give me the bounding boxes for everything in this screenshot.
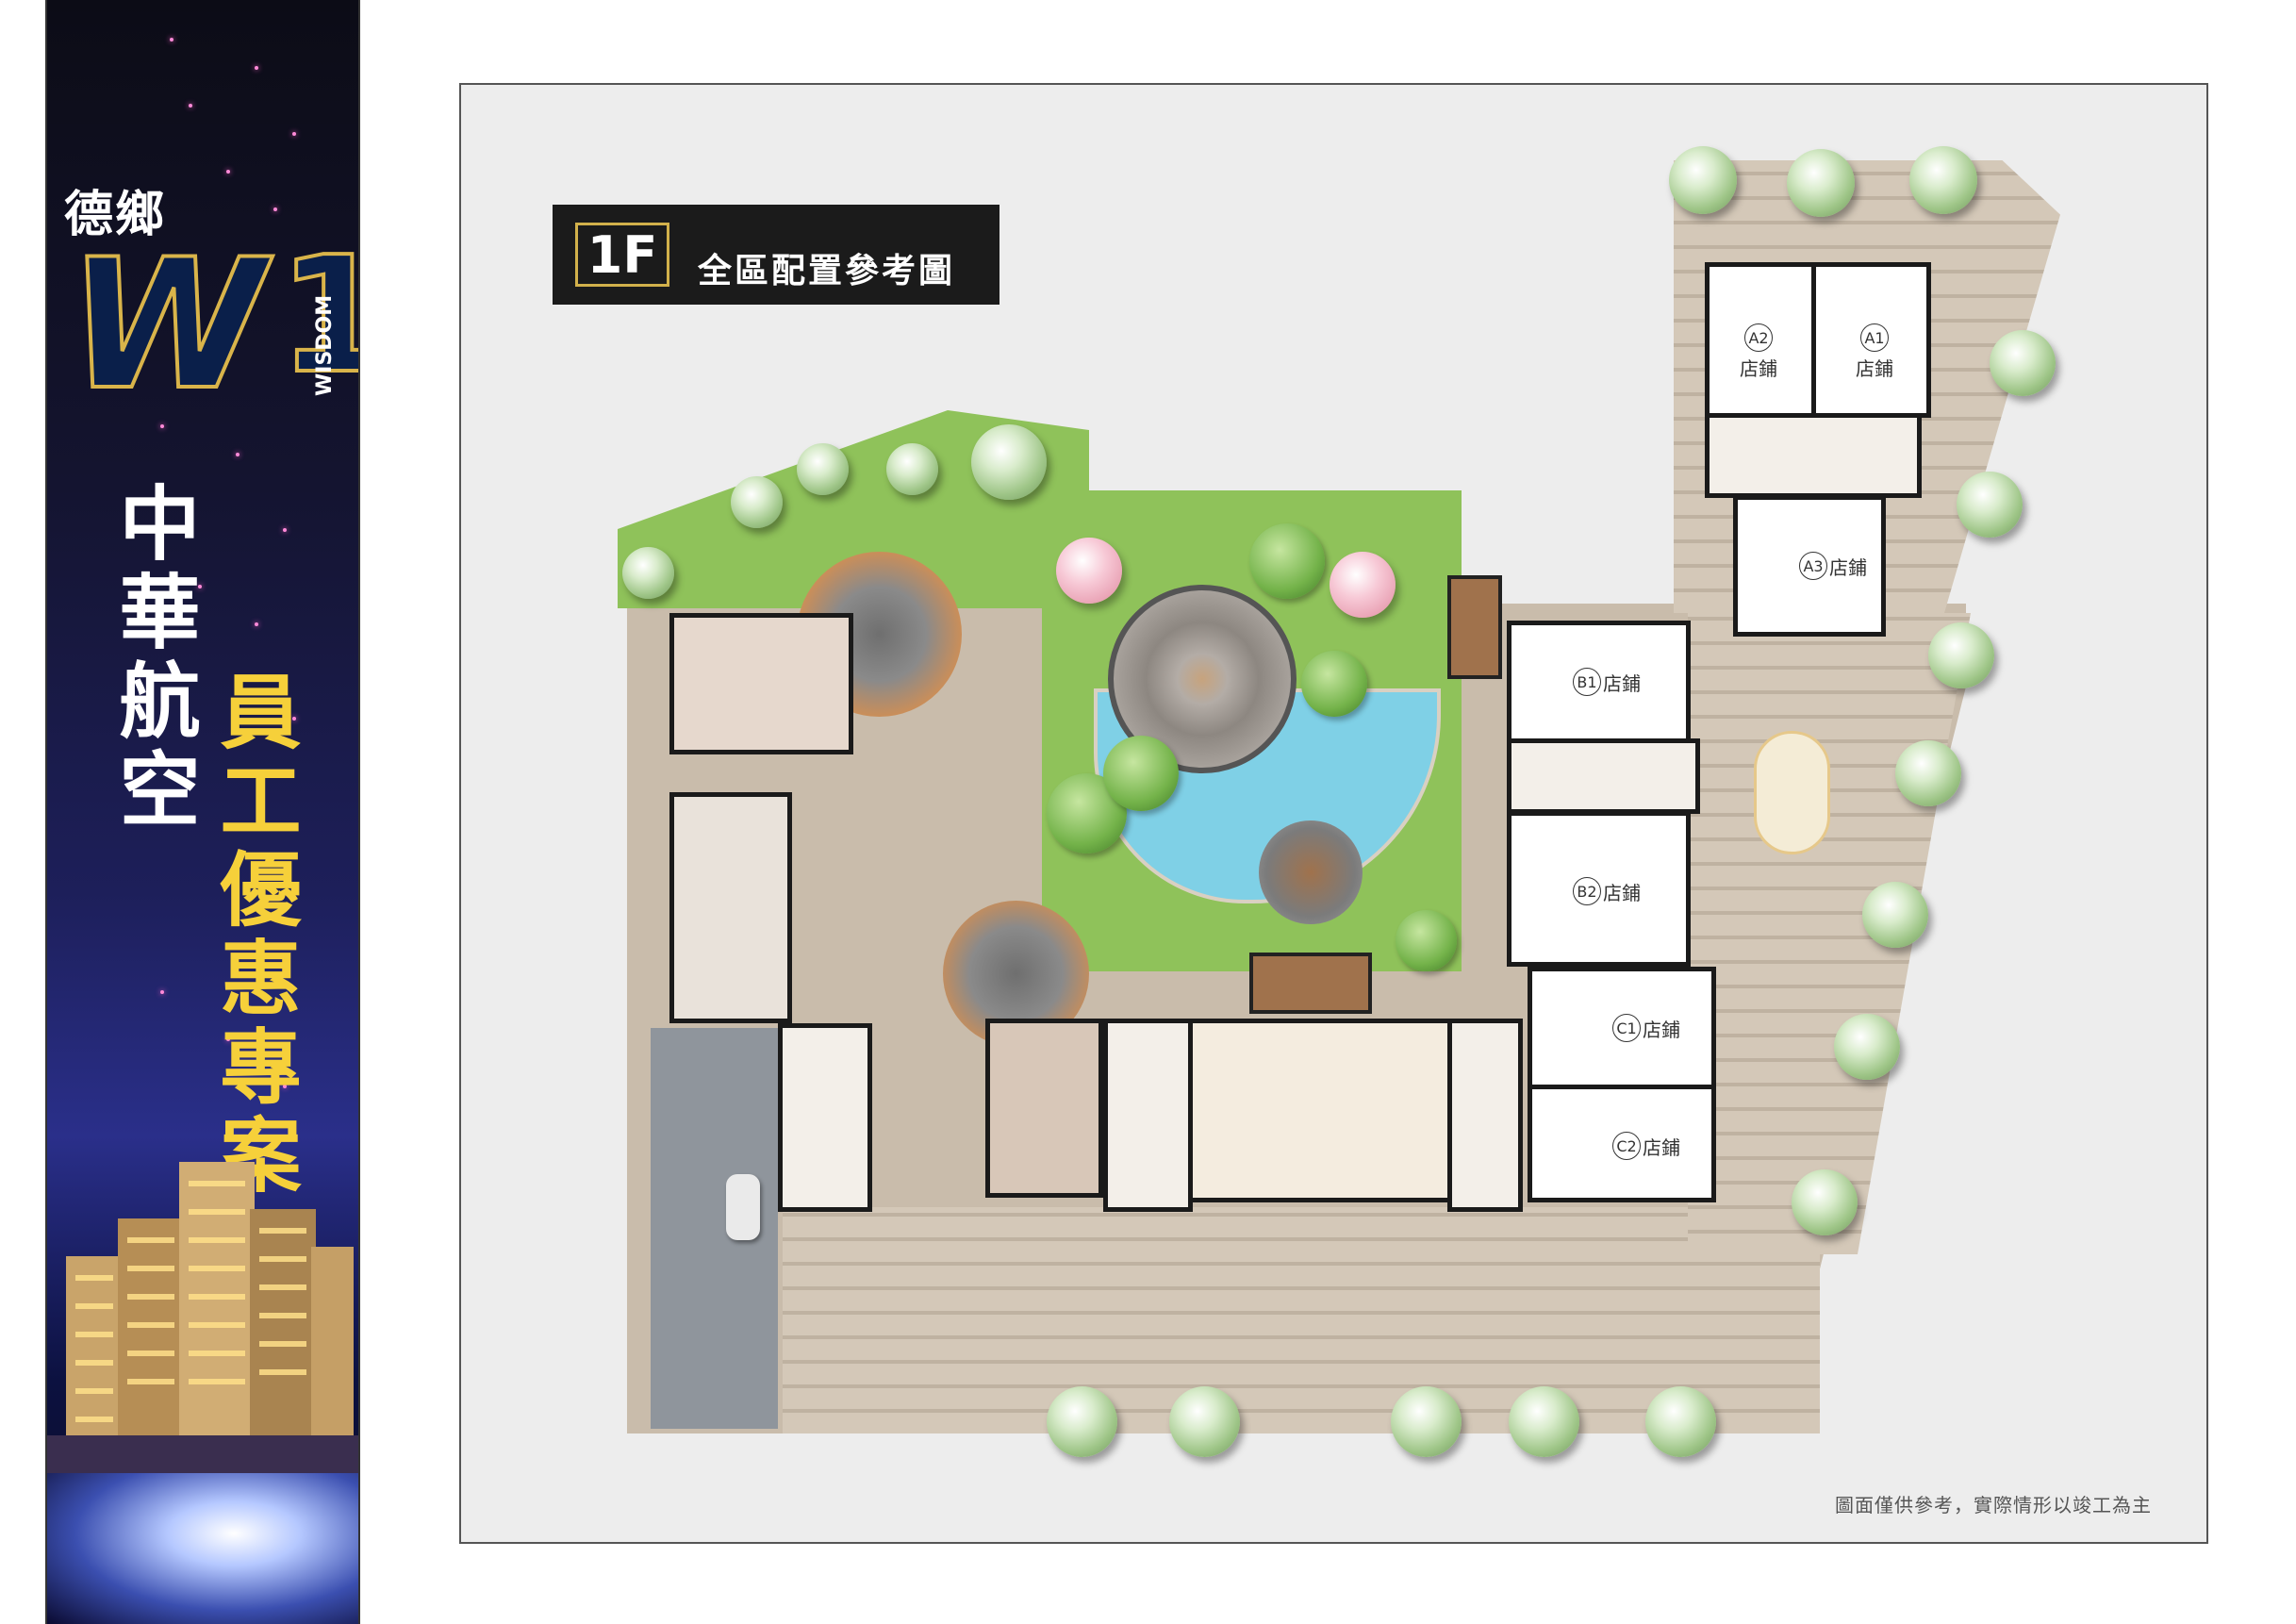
- car-icon: [726, 1174, 760, 1240]
- tree: [1834, 1014, 1900, 1080]
- shrub: [1396, 910, 1457, 971]
- title-box: [553, 205, 999, 305]
- south-core-east: [1447, 1019, 1523, 1212]
- west-core: [778, 1023, 872, 1212]
- disclaimer-note: 圖面僅供參考，實際情形以竣工為主: [1835, 1494, 2152, 1516]
- tree: [1909, 146, 1977, 214]
- brand-logo-letter: W: [66, 221, 268, 429]
- tree: [1990, 330, 2056, 396]
- brand-subtitle: 德鄉: [64, 187, 167, 243]
- core-B: [1507, 738, 1700, 814]
- pergola-north: [1447, 575, 1502, 679]
- clubhouse-lounge: [669, 613, 853, 754]
- tree: [622, 547, 674, 599]
- brand-logo-tag: WISDOM: [313, 294, 337, 396]
- main-lobby: [1188, 1019, 1452, 1202]
- core-A: [1705, 413, 1922, 498]
- buildings-illustration: [47, 1162, 358, 1483]
- shrub: [1103, 736, 1179, 811]
- shrub: [1249, 523, 1325, 599]
- tree: [797, 443, 849, 495]
- dining-room: [985, 1019, 1103, 1198]
- tree: [1895, 740, 1961, 806]
- tree: [1957, 472, 2023, 538]
- company-name: 中華航空: [105, 481, 199, 836]
- planter-oval: [1754, 731, 1830, 854]
- plan-title: 全區配置參考圖: [698, 252, 956, 290]
- round-plaza-pool: [1259, 820, 1363, 924]
- tree: [971, 424, 1047, 500]
- tree: [1862, 882, 1928, 948]
- blossom-tree: [1330, 552, 1396, 618]
- tree: [1669, 146, 1737, 214]
- gym: [669, 792, 792, 1023]
- tree: [886, 443, 938, 495]
- tree: [1792, 1169, 1858, 1235]
- light-glow: [47, 1473, 358, 1624]
- shrub: [1301, 651, 1367, 717]
- tree: [1509, 1386, 1579, 1457]
- brand-logo-digit: 1: [276, 234, 358, 398]
- tree: [1047, 1386, 1117, 1457]
- tree: [1169, 1386, 1240, 1457]
- floor-label: 1F: [575, 223, 669, 287]
- pergola-south: [1249, 953, 1372, 1014]
- promo-banner: 德鄉 W 1 WISDOM 中華航空 員工優惠專案: [45, 0, 360, 1624]
- tree: [1928, 622, 1994, 688]
- tree: [731, 476, 783, 528]
- blossom-tree: [1056, 538, 1122, 604]
- tree: [1391, 1386, 1462, 1457]
- tree: [1645, 1386, 1716, 1457]
- promo-title: 員工優惠專案: [206, 670, 300, 1201]
- south-core-west: [1103, 1019, 1193, 1212]
- tree: [1787, 149, 1855, 217]
- front-steps: [783, 1207, 1820, 1433]
